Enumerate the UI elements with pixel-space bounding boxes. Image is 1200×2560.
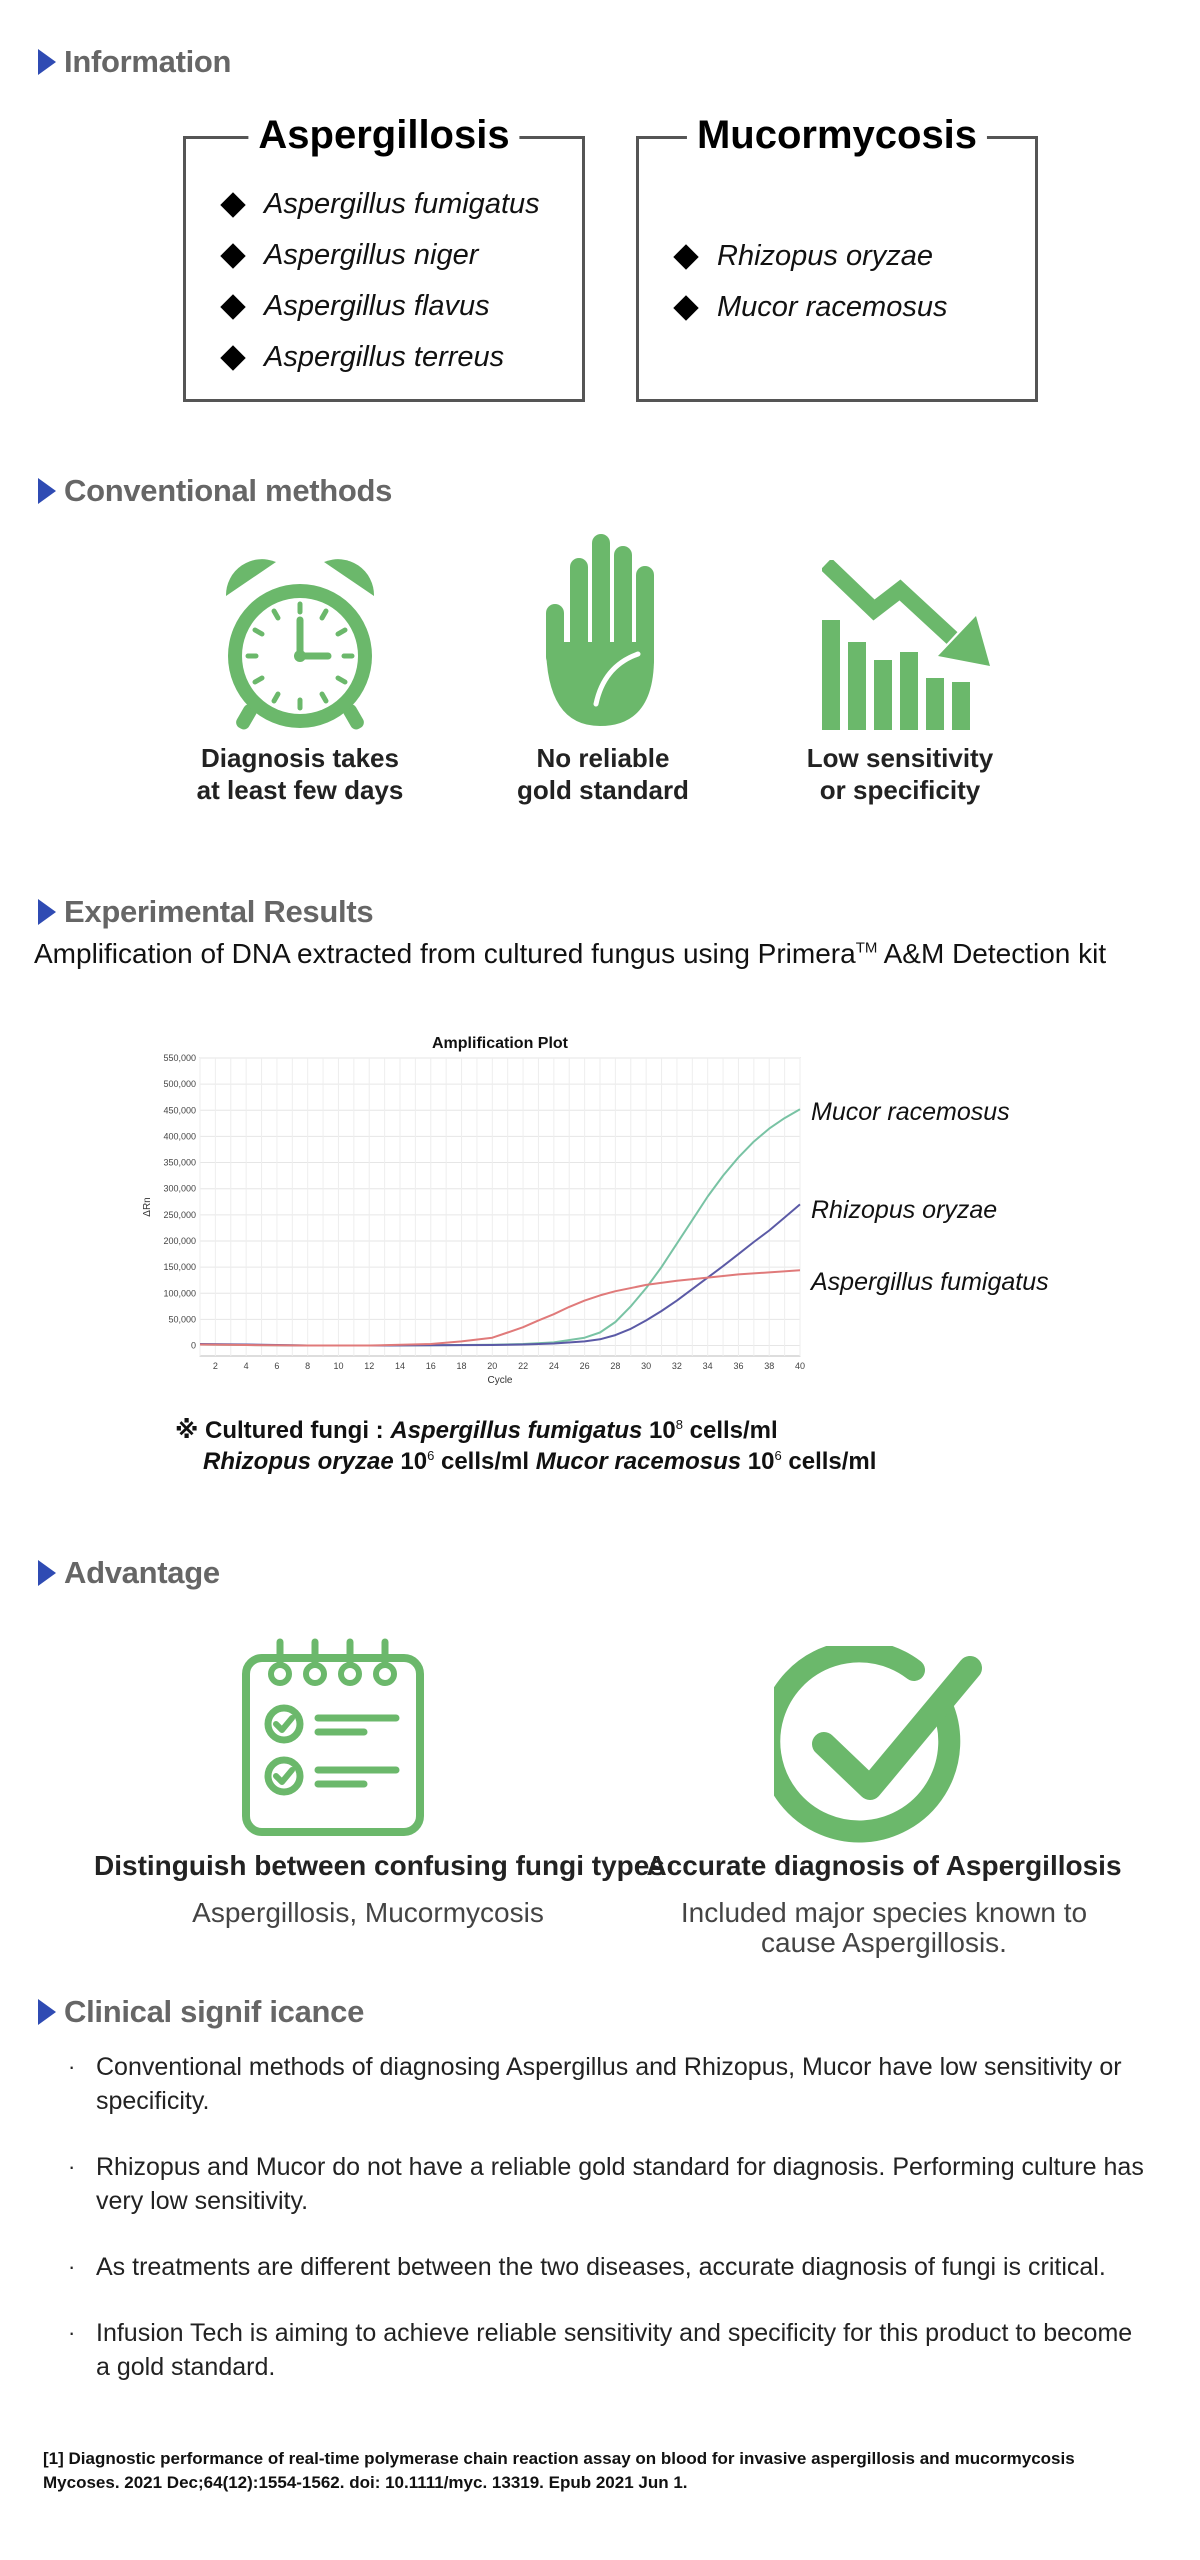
list-item: ·As treatments are different between the… <box>68 2253 1106 2281</box>
y-tick-label: 50,000 <box>168 1314 196 1324</box>
y-tick-label: 100,000 <box>163 1288 196 1298</box>
list-item: ·Rhizopus and Mucor do not have a reliab… <box>68 2153 1144 2215</box>
caption-diagnosis-days: Diagnosis takes at least few days <box>196 743 404 805</box>
plot-area <box>199 1057 801 1357</box>
series-label-aspergillus: Aspergillus fumigatus <box>811 1268 1049 1296</box>
section-title-advantage: Advantage <box>64 1555 220 1590</box>
y-tick-label: 350,000 <box>163 1158 196 1168</box>
clinical-list: ·Conventional methods of diagnosing Aspe… <box>68 2050 1148 2416</box>
x-tick-label: 8 <box>305 1361 310 1371</box>
advantage-left-title: Distinguish between confusing fungi type… <box>94 1850 665 1881</box>
section-information: Information <box>38 44 231 80</box>
mucormycosis-box: Mucormycosis Rhizopus oryzae Mucor racem… <box>636 113 1038 402</box>
x-tick-label: 20 <box>487 1361 497 1371</box>
series-label-rhizopus: Rhizopus oryzae <box>811 1196 998 1224</box>
play-triangle-icon <box>38 1560 56 1586</box>
play-triangle-icon <box>38 899 56 925</box>
x-tick-label: 24 <box>549 1361 559 1371</box>
list-item: Mucor racemosus <box>673 282 947 333</box>
x-tick-label: 22 <box>518 1361 528 1371</box>
y-axis-label: ΔRn <box>142 1197 153 1216</box>
x-tick-label: 12 <box>364 1361 374 1371</box>
advantage-left-desc: Aspergillosis, Mucormycosis <box>192 1897 544 1928</box>
raised-hand-icon <box>546 534 654 726</box>
x-tick-label: 16 <box>426 1361 436 1371</box>
culture-note-line1: ※ Cultured fungi : Aspergillus fumigatus… <box>175 1417 778 1444</box>
checklist-calendar-icon <box>242 1638 424 1836</box>
series-label-mucor: Mucor racemosus <box>811 1098 1010 1126</box>
y-tick-label: 400,000 <box>163 1131 196 1141</box>
diamond-bullet-icon <box>220 344 246 371</box>
caption-no-gold-standard: No reliable gold standard <box>517 743 689 805</box>
declining-chart-icon <box>822 560 990 730</box>
x-tick-label: 4 <box>244 1361 249 1371</box>
y-tick-label: 550,000 <box>163 1053 196 1063</box>
x-tick-label: 6 <box>274 1361 279 1371</box>
play-triangle-icon <box>38 1999 56 2025</box>
diamond-bullet-icon <box>673 243 699 270</box>
x-tick-label: 10 <box>333 1361 343 1371</box>
list-item: Aspergillus niger <box>220 230 540 281</box>
diamond-bullet-icon <box>220 293 246 320</box>
section-conventional: Conventional methods <box>38 473 392 509</box>
x-axis-label: Cycle <box>487 1375 512 1386</box>
list-item: Rhizopus oryzae <box>673 231 947 282</box>
list-item: Aspergillus flavus <box>220 281 540 332</box>
section-title-clinical: Clinical signif icance <box>64 1994 365 2029</box>
x-tick-label: 2 <box>213 1361 218 1371</box>
diamond-bullet-icon <box>673 294 699 321</box>
y-tick-label: 500,000 <box>163 1079 196 1089</box>
y-tick-label: 0 <box>191 1341 196 1351</box>
advantage-right-title: Accurate diagnosis of Aspergillosis <box>646 1850 1122 1881</box>
alarm-clock-icon <box>225 559 375 730</box>
series-line-2 <box>199 1269 801 1347</box>
x-tick-label: 32 <box>672 1361 682 1371</box>
aspergillosis-list: Aspergillus fumigatus Aspergillus niger … <box>220 179 540 383</box>
section-advantage: Advantage <box>38 1555 220 1591</box>
section-clinical: Clinical signif icance <box>38 1994 364 2030</box>
chart-title: Amplification Plot <box>432 1035 569 1052</box>
diamond-bullet-icon <box>220 191 246 218</box>
x-tick-label: 30 <box>641 1361 651 1371</box>
x-tick-label: 40 <box>795 1361 805 1371</box>
section-title-experimental: Experimental Results <box>64 894 374 929</box>
x-tick-label: 28 <box>610 1361 620 1371</box>
list-item: Aspergillus fumigatus <box>220 179 540 230</box>
y-tick-label: 150,000 <box>163 1262 196 1272</box>
section-title-conventional: Conventional methods <box>64 473 393 508</box>
caption-low-sensitivity: Low sensitivity or specificity <box>806 743 994 805</box>
list-item: Aspergillus terreus <box>220 332 540 383</box>
list-item: ·Infusion Tech is aiming to achieve reli… <box>68 2319 1133 2381</box>
list-item: ·Conventional methods of diagnosing Aspe… <box>68 2053 1122 2115</box>
x-tick-label: 18 <box>457 1361 467 1371</box>
mucormycosis-title: Mucormycosis <box>686 113 988 158</box>
amplification-plot-svg: Amplification Plot 0 50,000 100,000 150,000 2… <box>142 1035 805 1386</box>
x-tick-label: 26 <box>580 1361 590 1371</box>
play-triangle-icon <box>38 478 56 504</box>
section-experimental: Experimental Results <box>38 894 374 930</box>
y-tick-label: 200,000 <box>163 1236 196 1246</box>
y-tick-label: 450,000 <box>163 1105 196 1115</box>
section-title-information: Information <box>64 44 232 79</box>
reference-citation: [1] Diagnostic performance of real-time … <box>43 2449 1075 2492</box>
aspergillosis-box: Aspergillosis Aspergillus fumigatus Aspe… <box>183 113 585 402</box>
culture-note-line2: Rhizopus oryzae 106 cells/ml Mucor racem… <box>203 1448 877 1475</box>
aspergillosis-title: Aspergillosis <box>248 113 520 158</box>
advantage-right-desc: Included major species known to cause As… <box>680 1897 1088 1958</box>
x-tick-label: 38 <box>764 1361 774 1371</box>
experimental-subtitle: Amplification of DNA extracted from cult… <box>34 938 1107 969</box>
y-tick-label: 300,000 <box>163 1184 196 1194</box>
x-tick-label: 14 <box>395 1361 405 1371</box>
play-triangle-icon <box>38 49 56 75</box>
x-tick-label: 34 <box>703 1361 713 1371</box>
y-tick-label: 250,000 <box>163 1210 196 1220</box>
mucormycosis-list: Rhizopus oryzae Mucor racemosus <box>673 231 947 333</box>
amplification-chart: Amplification Plot 0 50,000 100,000 150,000 2… <box>140 1030 820 1405</box>
x-tick-label: 36 <box>733 1361 743 1371</box>
check-circle-icon <box>774 1646 982 1843</box>
diamond-bullet-icon <box>220 242 246 269</box>
